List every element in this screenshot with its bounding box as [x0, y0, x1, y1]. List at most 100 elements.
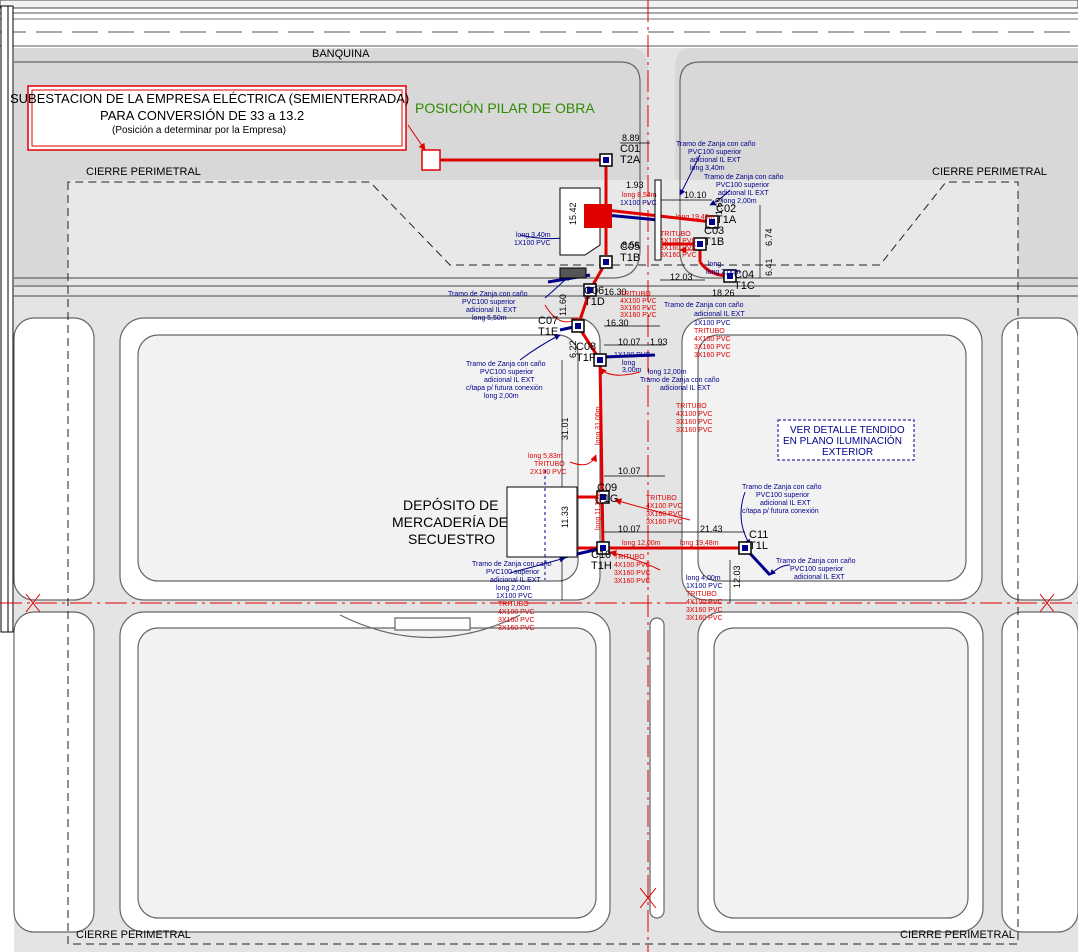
chamber-id: C11 [749, 529, 768, 541]
svg-text:long 2,00m: long 2,00m [722, 198, 757, 205]
chamber-sub: T1B [704, 236, 724, 248]
dim-text: 10.07 [618, 524, 641, 534]
svg-text:4X100 PVC: 4X100 PVC [686, 599, 723, 606]
chamber-id: C06 [584, 285, 604, 297]
svg-text:long 5,50m: long 5,50m [472, 315, 507, 322]
deposito-line-3: SECUESTRO [408, 531, 495, 547]
svg-text:long: long [708, 261, 721, 268]
svg-text:4X100 PVC: 4X100 PVC [646, 503, 683, 510]
chamber-layer: C01T2AC02T1AC03T1BC04T1CC05T1BC06T1DC07T… [538, 143, 768, 572]
svg-text:long 8,54m: long 8,54m [622, 192, 657, 199]
deposito-line-2: MERCADERÍA DE [392, 514, 508, 530]
svg-text:TRITUBO: TRITUBO [620, 291, 651, 298]
svg-text:3X160 PVC: 3X160 PVC [498, 625, 535, 632]
svg-text:1X100 PVC: 1X100 PVC [694, 320, 731, 327]
pilar-label: POSICIÓN PILAR DE OBRA [415, 100, 595, 116]
svg-text:1X100 PVC: 1X100 PVC [614, 352, 651, 359]
chamber-id: C08 [576, 341, 596, 353]
dim-text: 8.89 [622, 133, 640, 143]
dim-text: 1.93 [650, 337, 668, 347]
svg-text:3,00m: 3,00m [622, 367, 642, 374]
svg-text:long 31,00m: long 31,00m [595, 406, 602, 445]
svg-text:PVC100 superior: PVC100 superior [756, 492, 810, 499]
blue-annotations: Tramo de Zanja con caño PVC100 superior … [448, 141, 856, 600]
dim-text: 6.74 [764, 228, 774, 246]
svg-text:3X160 PVC: 3X160 PVC [620, 305, 657, 312]
chamber-sub: T1A [716, 214, 737, 226]
chamber-core [603, 259, 609, 265]
svg-text:long 2,00m: long 2,00m [484, 393, 519, 400]
svg-text:long 11,33m: long 11,33m [595, 492, 602, 530]
chamber-sub: T1D [584, 296, 605, 308]
subestacion-line-3: (Posición a determinar por la Empresa) [112, 125, 286, 136]
svg-text:Tramo de Zanja con caño: Tramo de Zanja con caño [704, 174, 784, 181]
chamber-core [727, 273, 733, 279]
chamber-core [600, 545, 606, 551]
svg-text:TRITUBO: TRITUBO [694, 328, 725, 335]
svg-text:1X100 PVC: 1X100 PVC [620, 200, 657, 207]
chamber-core [709, 219, 715, 225]
chamber-id: C09 [597, 482, 617, 494]
svg-text:TRITUBO: TRITUBO [686, 591, 717, 598]
chamber-sub: T1H [591, 560, 612, 572]
svg-text:3X160 PVC: 3X160 PVC [660, 252, 697, 259]
svg-text:Tramo de Zanja con caño: Tramo de Zanja con caño [664, 302, 744, 309]
chamber-sub: T1L [749, 540, 768, 552]
chamber-core [600, 494, 606, 500]
svg-text:3X160 PVC: 3X160 PVC [686, 607, 723, 614]
svg-text:long 3,40m: long 3,40m [516, 232, 551, 239]
svg-text:c/tapa p/ futura conexión: c/tapa p/ futura conexión [742, 508, 819, 515]
chamber-core [697, 241, 703, 247]
svg-text:PVC100 superior: PVC100 superior [480, 369, 534, 376]
chamber-id: C03 [704, 225, 724, 237]
chamber-sub: T1F [576, 352, 596, 364]
svg-text:TRITUBO: TRITUBO [498, 601, 529, 608]
svg-text:long 12,00m: long 12,00m [622, 540, 661, 547]
left-frame [0, 5, 14, 633]
dim-text: 31.01 [560, 417, 570, 440]
svg-text:long 4,00m: long 4,00m [686, 575, 721, 582]
chamber-sub: T1E [538, 326, 558, 338]
svg-text:1X100 PVC: 1X100 PVC [514, 240, 551, 247]
svg-text:4X100 PVC: 4X100 PVC [660, 238, 697, 245]
svg-text:3X160 PVC: 3X160 PVC [694, 352, 731, 359]
svg-text:TRITUBO: TRITUBO [660, 231, 691, 238]
banquina-label: BANQUINA [312, 48, 370, 60]
chamber-id: C07 [538, 315, 558, 327]
detalle-line-2: EN PLANO ILUMINACIÓN [783, 434, 902, 447]
svg-text:Tramo de Zanja con caño: Tramo de Zanja con caño [676, 141, 756, 148]
svg-text:2X100 PVC: 2X100 PVC [530, 469, 567, 476]
svg-text:long 19,48m: long 19,48m [680, 540, 719, 547]
svg-text:Tramo de Zanja con caño: Tramo de Zanja con caño [448, 291, 528, 298]
svg-text:3X160 PVC: 3X160 PVC [686, 615, 723, 622]
svg-text:long 2,00m: long 2,00m [706, 269, 741, 276]
dim-text: 12.03 [670, 272, 693, 282]
subestacion-line-2: PARA CONVERSIÓN DE 33 a 13.2 [100, 108, 304, 123]
svg-text:Tramo de Zanja con caño: Tramo de Zanja con caño [776, 558, 856, 565]
lots [13, 317, 1078, 933]
cierre-bottom-left: CIERRE PERIMETRAL [76, 929, 191, 941]
svg-text:long 5,83m: long 5,83m [528, 453, 563, 460]
text-labels: BANQUINA SUBESTACION DE LA EMPRESA ELÉCT… [10, 48, 1047, 941]
svg-text:PVC100 superior: PVC100 superior [716, 182, 770, 189]
svg-text:adicional IL EXT: adicional IL EXT [694, 311, 745, 318]
dim-text: 6.22 [568, 340, 578, 358]
dim-text: 16.30 [606, 318, 629, 328]
detalle-line-3: EXTERIOR [822, 447, 873, 458]
dim-text: 10.10 [684, 190, 707, 200]
chamber-id: C04 [734, 269, 754, 281]
chamber-sub: T1G [597, 493, 618, 505]
dim-text: 1.69 [714, 197, 724, 215]
road-bands [0, 0, 1078, 48]
svg-text:long 3,40m: long 3,40m [690, 165, 725, 172]
svg-text:long 2,00m: long 2,00m [496, 585, 531, 592]
svg-text:3X160 PVC: 3X160 PVC [614, 578, 651, 585]
svg-text:3X160 PVC: 3X160 PVC [694, 344, 731, 351]
svg-text:adicional IL EXT: adicional IL EXT [484, 377, 535, 384]
